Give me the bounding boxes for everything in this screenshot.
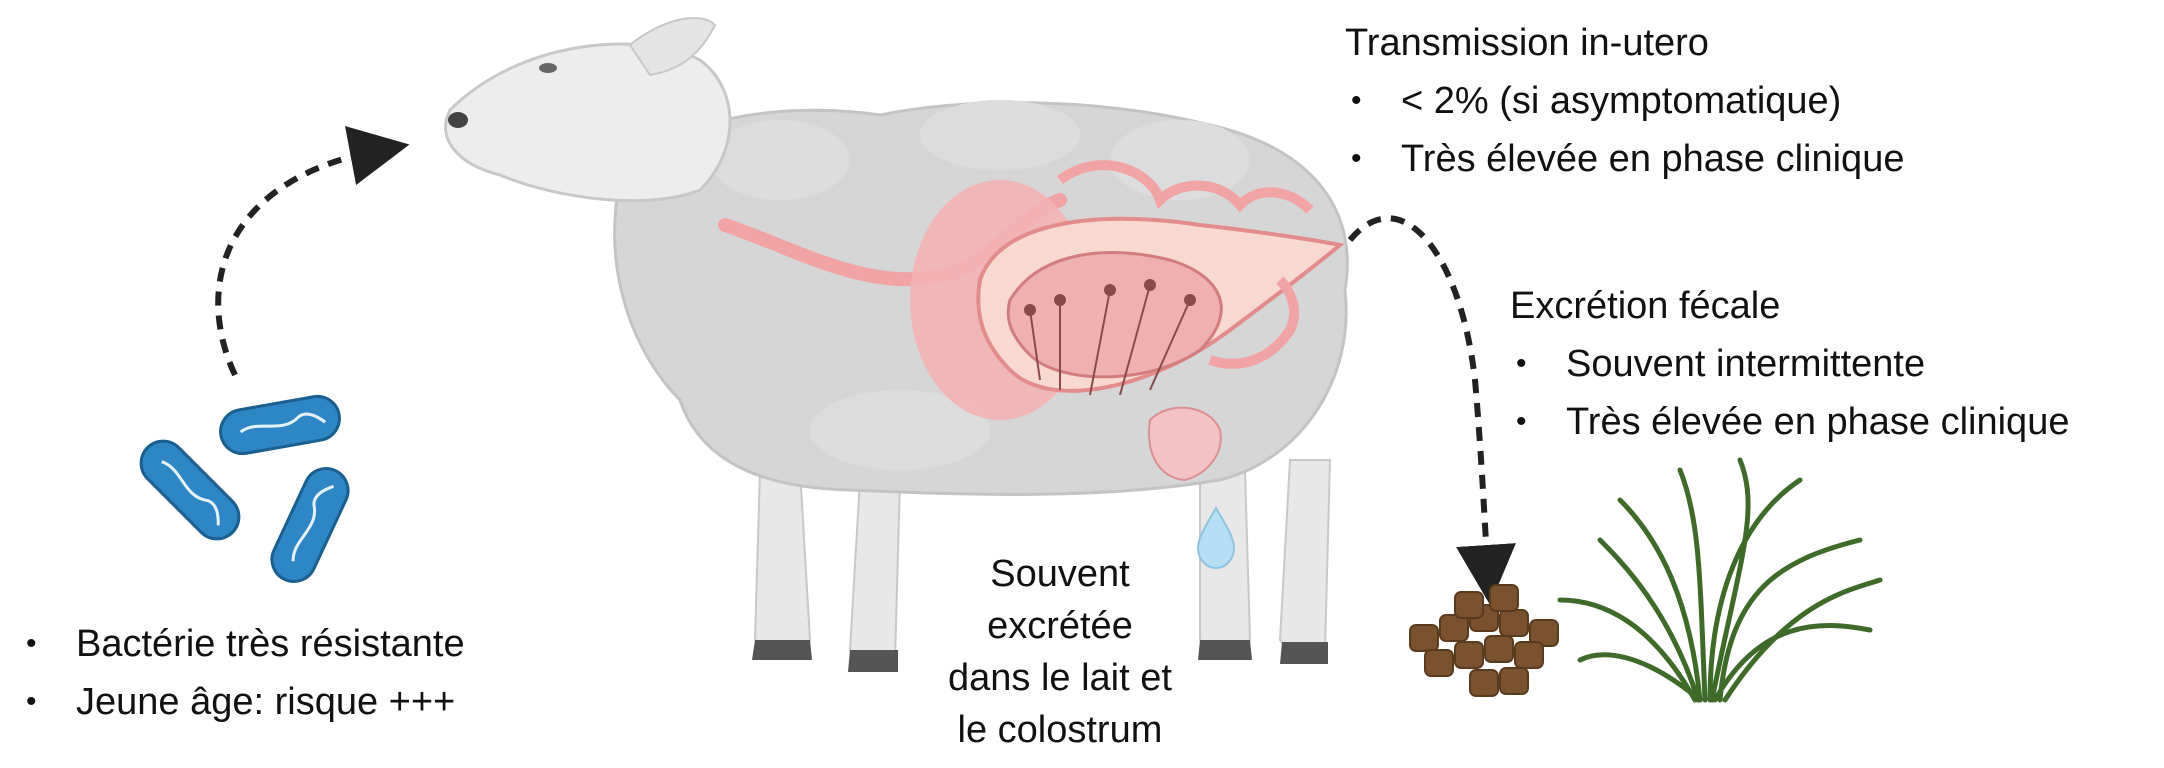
arrow-rear-to-feces xyxy=(1350,218,1488,575)
list-item: Jeune âge: risque +++ xyxy=(20,673,465,731)
feces-icon xyxy=(1410,585,1558,696)
transmission-block: Transmission in-utero < 2% (si asymptoma… xyxy=(1345,14,1904,188)
list-item: Très élevée en phase clinique xyxy=(1345,130,1904,188)
excretion-block: Excrétion fécale Souvent intermittente T… xyxy=(1510,277,2069,451)
milk-line: excrétée xyxy=(948,600,1172,652)
transmission-title: Transmission in-utero xyxy=(1345,14,1904,72)
grass-icon xyxy=(1560,460,1880,700)
list-item: < 2% (si asymptomatique) xyxy=(1345,72,1904,130)
excretion-title: Excrétion fécale xyxy=(1510,277,2069,335)
milk-line: Souvent xyxy=(948,548,1172,600)
arrow-bacteria-to-mouth xyxy=(218,150,380,375)
milk-block: Souvent excrétée dans le lait et le colo… xyxy=(948,548,1172,756)
milk-line: le colostrum xyxy=(948,704,1172,756)
list-item: Bactérie très résistante xyxy=(20,615,465,673)
transmission-list: < 2% (si asymptomatique) Très élevée en … xyxy=(1345,72,1904,188)
list-item: Très élevée en phase clinique xyxy=(1510,393,2069,451)
bacteria-icon xyxy=(132,393,355,589)
excretion-list: Souvent intermittente Très élevée en pha… xyxy=(1510,335,2069,451)
bacteria-list: Bactérie très résistante Jeune âge: risq… xyxy=(20,615,465,731)
list-item: Souvent intermittente xyxy=(1510,335,2069,393)
bacteria-block: Bactérie très résistante Jeune âge: risq… xyxy=(20,615,465,731)
milk-line: dans le lait et xyxy=(948,652,1172,704)
